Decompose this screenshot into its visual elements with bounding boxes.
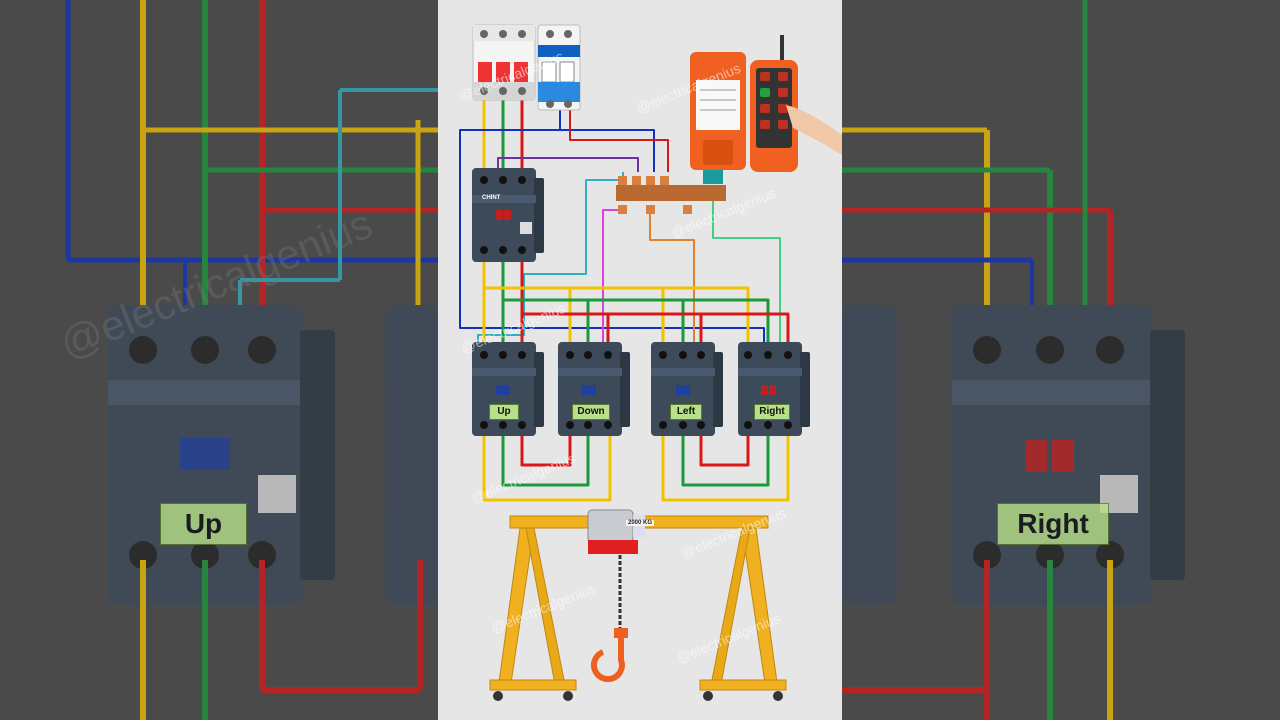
wire-red-control: [569, 110, 669, 172]
contactor-right: [738, 342, 810, 436]
three-pole-mcb: [472, 24, 536, 101]
zoom-label-up: Up: [160, 503, 247, 545]
label-right: Right: [754, 404, 790, 420]
contactor-up: [472, 342, 544, 436]
remote-receiver: [690, 52, 746, 170]
label-down: Down: [572, 404, 610, 420]
label-up: Up: [489, 404, 519, 420]
wire-orange: [649, 210, 695, 350]
bus-yellow: [484, 286, 750, 350]
label-left: Left: [670, 404, 702, 420]
wire-cyan: [477, 172, 624, 350]
wiring-diagram-svg: [459, 24, 842, 701]
contactor-down: [558, 342, 630, 436]
main-contactor: [472, 168, 544, 262]
zoom-label-right: Right: [997, 503, 1109, 545]
wiring-diagram: CHINT Up Down Left Right 2000 KG @electr…: [438, 0, 842, 720]
hoist: [587, 509, 645, 683]
left-zoom-drawing: [65, 0, 438, 720]
left-zoom-panel: Up @electricalgenius: [0, 0, 438, 720]
wires: [459, 100, 790, 502]
bus-green: [503, 298, 770, 350]
contactor-left: [651, 342, 723, 436]
right-zoom-panel: Right: [842, 0, 1280, 720]
gantry-crane: [489, 515, 787, 701]
wire-lightgreen: [712, 185, 781, 350]
crane-capacity: 2000 KG: [626, 520, 655, 526]
wire-pink: [602, 209, 623, 350]
terminal-strip: [616, 170, 726, 214]
wire-purple: [497, 157, 639, 172]
main-contactor-brand: CHINT: [482, 195, 501, 201]
right-zoom-drawing: [842, 0, 1185, 720]
single-pole-mcb: [537, 24, 581, 111]
remote-transmitter: [750, 35, 842, 172]
wire-blue-neutral: [459, 110, 765, 350]
